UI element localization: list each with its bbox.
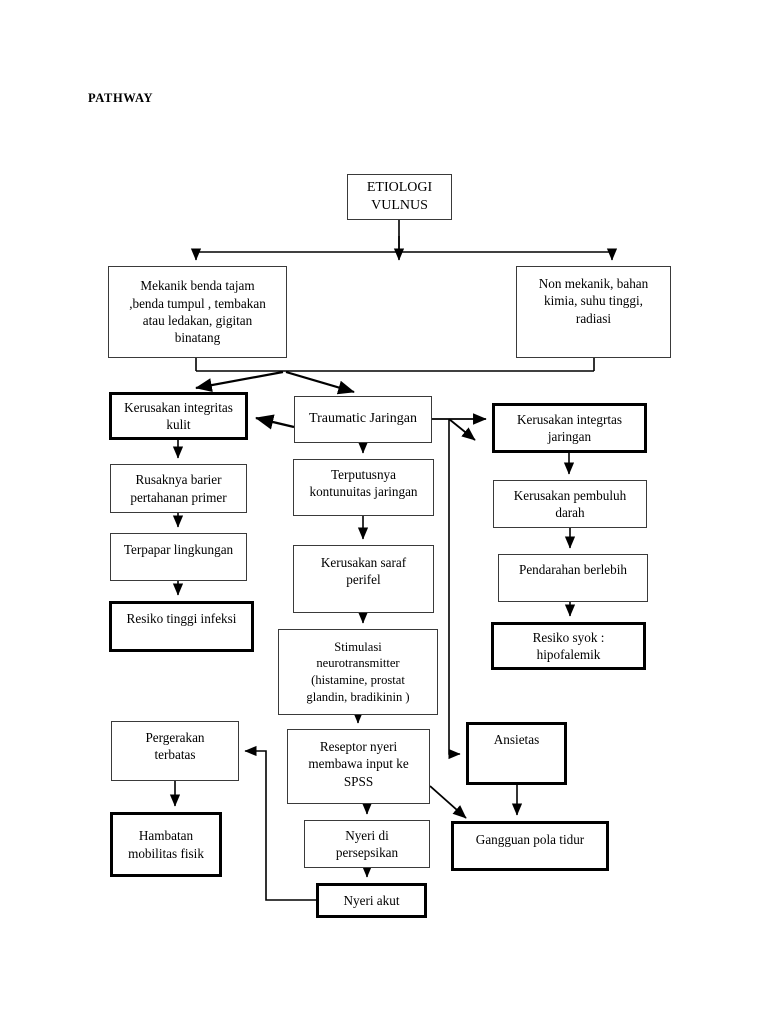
edge-traumatic-diagonal bbox=[448, 418, 476, 441]
node-stimulasi-neurotransmitter[interactable]: Stimulasi neurotransmitter (histamine, p… bbox=[278, 629, 438, 715]
node-mekanik[interactable]: Mekanik benda tajam ,benda tumpul , temb… bbox=[108, 266, 287, 358]
edge-bus-integritas-kulit bbox=[195, 370, 284, 393]
node-ansietas[interactable]: Ansietas bbox=[466, 722, 567, 785]
node-kerusakan-integritas-kulit[interactable]: Kerusakan integritas kulit bbox=[109, 392, 248, 440]
node-nyeri-akut[interactable]: Nyeri akut bbox=[316, 883, 427, 918]
node-terputusnya-kontunuitas[interactable]: Terputusnya kontunuitas jaringan bbox=[293, 459, 434, 516]
node-hambatan-mobilitas-fisik[interactable]: Hambatan mobilitas fisik bbox=[110, 812, 222, 877]
node-resiko-syok-hipofalemik[interactable]: Resiko syok : hipofalemik bbox=[491, 622, 646, 670]
node-etiologi-vulnus[interactable]: ETIOLOGI VULNUS bbox=[347, 174, 452, 220]
node-pergerakan-terbatas[interactable]: Pergerakan terbatas bbox=[111, 721, 239, 781]
edge-nyeri-akut-pergerakan bbox=[244, 745, 316, 901]
node-non-mekanik[interactable]: Non mekanik, bahan kimia, suhu tinggi, r… bbox=[516, 266, 671, 358]
node-rusaknya-barier[interactable]: Rusaknya barier pertahanan primer bbox=[110, 464, 247, 513]
node-kerusakan-integrtas-jaringan[interactable]: Kerusakan integrtas jaringan bbox=[492, 403, 647, 453]
edge-reseptor-gangguan-tidur bbox=[429, 785, 467, 819]
node-nyeri-di-persepsikan[interactable]: Nyeri di persepsikan bbox=[304, 820, 430, 868]
node-reseptor-nyeri[interactable]: Reseptor nyeri membawa input ke SPSS bbox=[287, 729, 430, 804]
edge-traumatic-integritas-kulit bbox=[255, 414, 295, 430]
node-resiko-tinggi-infeksi[interactable]: Resiko tinggi infeksi bbox=[109, 601, 254, 652]
page-title: PATHWAY bbox=[88, 91, 154, 105]
node-kerusakan-pembuluh-darah[interactable]: Kerusakan pembuluh darah bbox=[493, 480, 647, 528]
node-gangguan-pola-tidur[interactable]: Gangguan pola tidur bbox=[451, 821, 609, 871]
node-traumatic-jaringan[interactable]: Traumatic Jaringan bbox=[294, 396, 432, 443]
edge-bus-traumatic bbox=[285, 370, 355, 395]
node-pendarahan-berlebih[interactable]: Pendarahan berlebih bbox=[498, 554, 648, 602]
node-kerusakan-saraf-perifel[interactable]: Kerusakan saraf perifel bbox=[293, 545, 434, 613]
edge-traumatic-ansietas bbox=[448, 419, 461, 760]
node-terpapar-lingkungan[interactable]: Terpapar lingkungan bbox=[110, 533, 247, 581]
